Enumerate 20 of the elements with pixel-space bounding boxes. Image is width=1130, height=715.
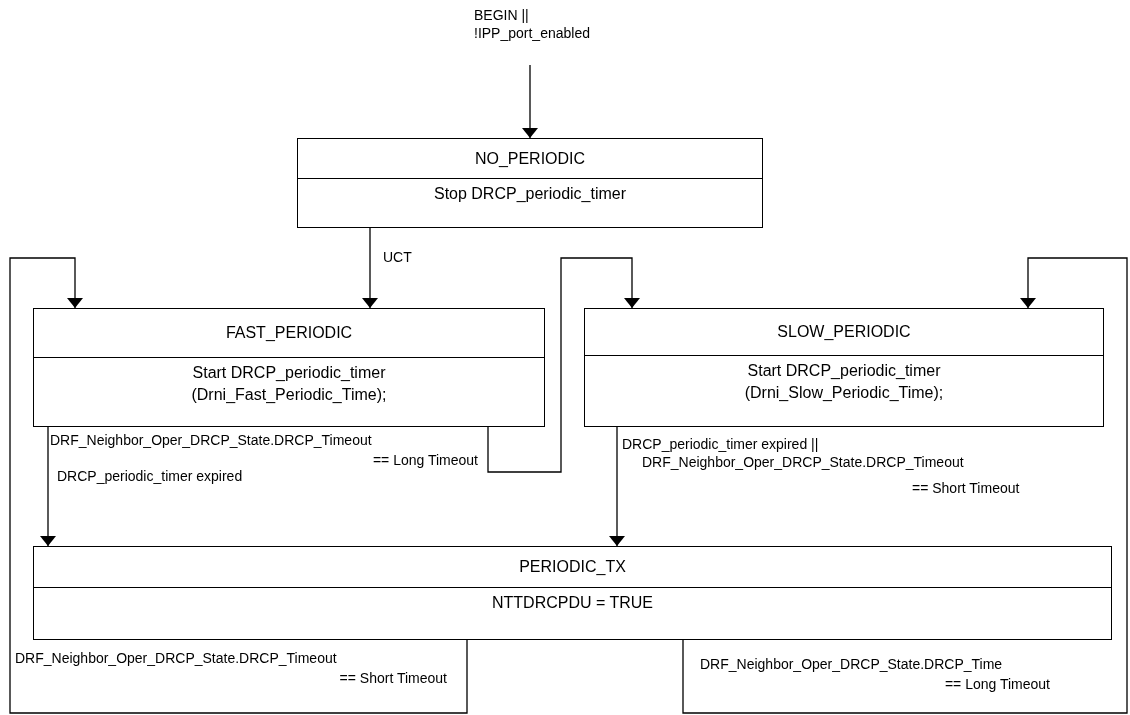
state-box <box>297 138 763 228</box>
state-name: FAST_PERIODIC <box>225 323 353 343</box>
state-box <box>33 308 545 427</box>
state-action: Stop DRCP_periodic_timer <box>433 184 627 204</box>
state-action: Start DRCP_periodic_timer (Drni_Slow_Periodic_Time); <box>743 361 945 403</box>
state-box <box>33 546 1112 640</box>
arrow <box>9 257 468 714</box>
arrow <box>487 257 640 473</box>
arrow <box>40 426 56 547</box>
state-action: NTTDRCPDU = TRUE <box>491 593 653 613</box>
state-name: SLOW_PERIODIC <box>777 322 911 342</box>
arrow <box>522 64 538 139</box>
state-name: NO_PERIODIC <box>474 148 586 169</box>
arrow <box>682 257 1128 714</box>
state-name: PERIODIC_TX <box>519 557 626 577</box>
edge-label: DRCP_periodic_timer expired <box>57 467 243 485</box>
arrow <box>362 227 378 309</box>
state-action: Start DRCP_periodic_timer (Drni_Fast_Periodic_Time); <box>190 363 388 405</box>
state-box <box>584 308 1104 427</box>
arrow <box>609 426 625 547</box>
